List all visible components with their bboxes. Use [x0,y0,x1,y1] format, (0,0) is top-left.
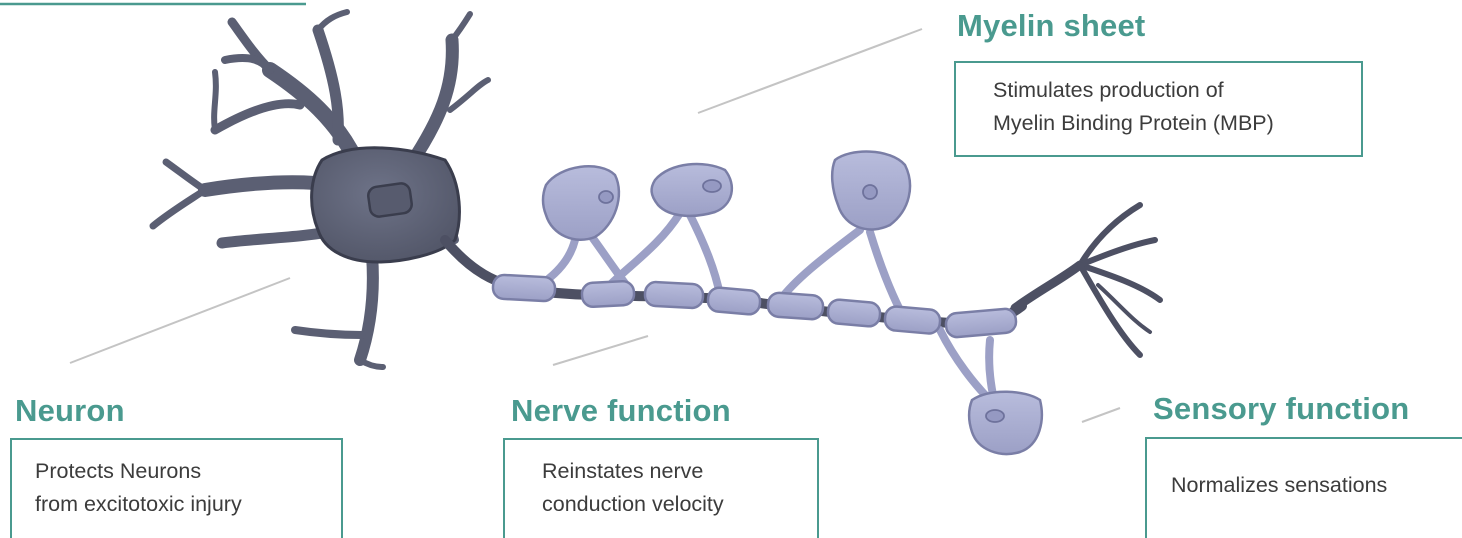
nerve-desc-line-1: Reinstates nerve [542,461,703,483]
nerve-desc-line-2: conduction velocity [542,494,724,516]
myelin-segment [492,274,555,301]
myelin-segments [492,274,1016,338]
myelin-segment [581,281,634,308]
myelin-segment [827,299,881,327]
glial-cell [969,392,1042,454]
sensory-desc-line-1: Normalizes sensations [1171,475,1387,497]
myelin-description-box: Stimulates production of Myelin Binding … [954,61,1363,157]
myelin-segment [767,292,824,320]
myelin-desc-line-2: Myelin Binding Protein (MBP) [993,113,1274,135]
connector-nerve [553,336,648,365]
soma-nucleus [367,182,413,218]
neuron-title: Neuron [15,395,125,426]
myelin-segment [945,308,1017,338]
myelin-desc-line-1: Stimulates production of [993,80,1224,102]
sensory-title: Sensory function [1153,393,1409,424]
neuron-desc-line-1: Protects Neurons [35,461,201,483]
nerve-title: Nerve function [511,395,731,426]
myelin-segment [644,281,703,308]
neuron-description-box: Protects Neurons from excitotoxic injury [10,438,343,538]
neuron-desc-line-2: from excitotoxic injury [35,494,242,516]
connector-neuron [70,278,290,363]
myelin-title: Myelin sheet [957,10,1145,41]
myelin-segment [884,306,941,335]
connector-myelin [698,29,922,113]
nerve-description-box: Reinstates nerve conduction velocity [503,438,819,538]
connector-sensory [1082,408,1120,422]
myelin-segment [707,287,761,315]
sensory-description-box: Normalizes sensations [1145,437,1462,538]
axon-terminals [1015,205,1160,355]
